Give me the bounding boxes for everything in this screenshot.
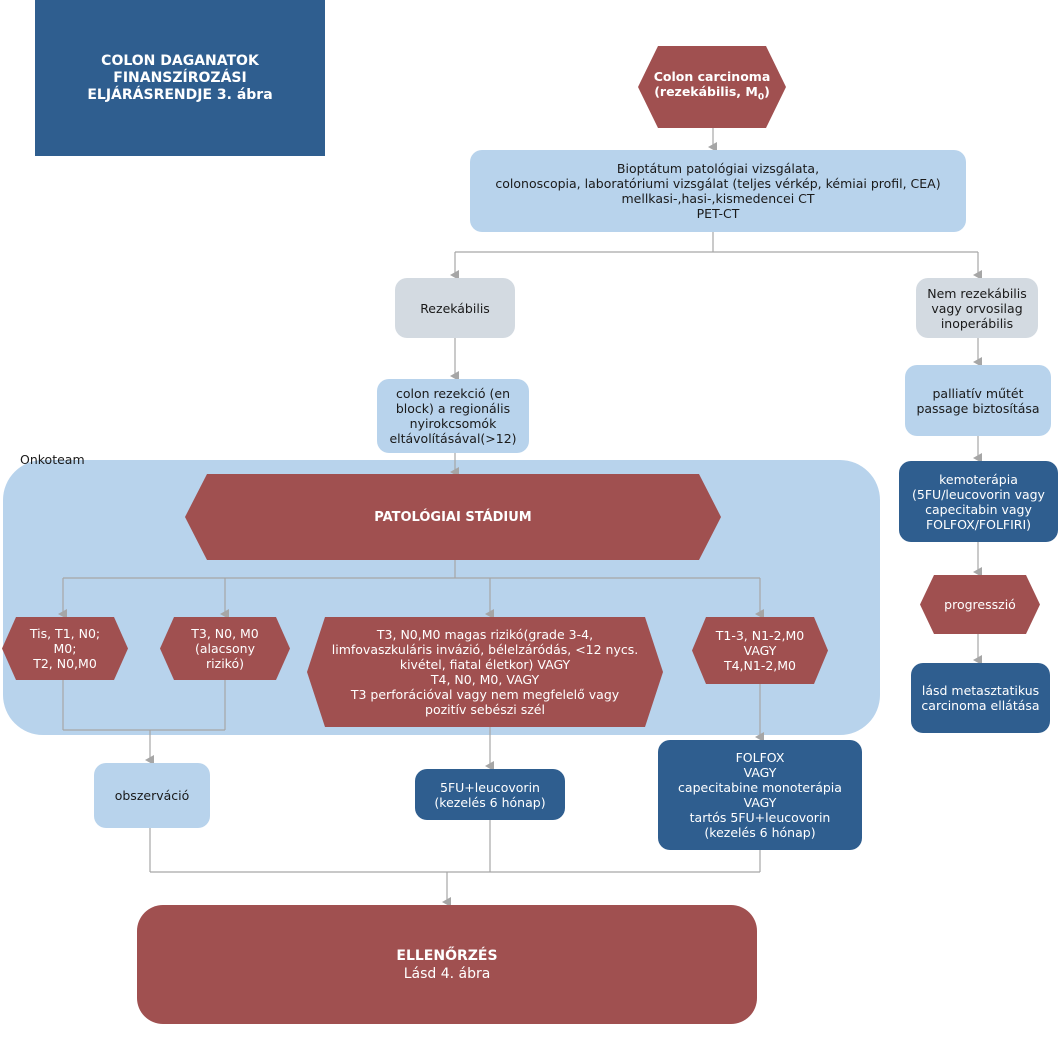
stage-low-line: M0; <box>53 641 77 656</box>
stage-node-pos-line: VAGY <box>743 643 777 658</box>
stage-low-line: T2, N0,M0 <box>33 656 97 671</box>
fu-leucovorin-box: 5FU+leucovorin (kezelés 6 hónap) <box>415 769 565 820</box>
observation-label: obszerváció <box>114 788 190 803</box>
start-line-1: Colon carcinoma <box>653 68 771 84</box>
folfox-line: tartós 5FU+leucovorin <box>689 810 831 825</box>
followup-title: ELLENŐRZÉS <box>396 947 498 964</box>
stage-node-positive: T1-3, N1-2,M0 VAGY T4,N1-2,M0 <box>692 617 828 684</box>
resectable-label: Rezekábilis <box>420 300 490 316</box>
stage-t3-high-line: T3, N0,M0 magas rizikó(grade 3-4, <box>376 627 594 642</box>
stage-t3-low-line: (alacsony <box>194 641 256 656</box>
resection-box: colon rezekció (en block) a regionális n… <box>377 379 529 453</box>
stage-t3-high-line: T3 perforációval vagy nem megfelelő vagy <box>350 687 620 702</box>
fu-line: (kezelés 6 hónap) <box>434 794 546 810</box>
non-resectable-box: Nem rezekábilis vagy orvosilag inoperábi… <box>916 278 1038 338</box>
chemo-line: FOLFOX/FOLFIRI) <box>925 516 1032 532</box>
start-node-colon-carcinoma: Colon carcinoma (rezekábilis, M0) <box>638 46 786 128</box>
resection-line: eltávolításával(>12) <box>389 431 517 446</box>
stage-t3-low-line: T3, N0, M0 <box>191 626 259 641</box>
palliative-line: passage biztosítása <box>916 400 1040 416</box>
palliative-line: palliatív műtét <box>932 385 1024 401</box>
chemotherapy-box: kemoterápia (5FU/leucovorin vagy capecit… <box>899 461 1058 542</box>
metastatic-line: lásd metasztatikus <box>921 683 1040 698</box>
folfox-box: FOLFOX VAGY capecitabine monoterápia VAG… <box>658 740 862 850</box>
figure-title: COLON DAGANATOK FINANSZÍROZÁSI ELJÁRÁSRE… <box>35 0 325 156</box>
folfox-line: VAGY <box>743 795 777 810</box>
onkoteam-label: Onkoteam <box>20 452 85 467</box>
pathological-stage-header: PATOLÓGIAI STÁDIUM <box>185 474 721 560</box>
folfox-line: VAGY <box>743 765 777 780</box>
stage-t3-high-line: T4, N0, M0, VAGY <box>430 672 540 687</box>
title-line-1: COLON DAGANATOK <box>101 52 259 69</box>
followup-subtitle: Lásd 4. ábra <box>403 965 491 982</box>
stage-t3-high-line: limfovaszkuláris invázió, bélelzáródás, … <box>331 642 639 657</box>
non-resectable-line: Nem rezekábilis <box>927 285 1027 301</box>
palliative-surgery-box: palliatív műtét passage biztosítása <box>905 365 1051 436</box>
followup-box: ELLENŐRZÉS Lásd 4. ábra <box>137 905 757 1024</box>
stage-t3-high-line: pozitív sebészi szél <box>425 702 545 717</box>
workup-line: Bioptátum patológiai vizsgálata, <box>616 161 820 176</box>
folfox-line: (kezelés 6 hónap) <box>704 825 816 840</box>
title-line-2: FINANSZÍROZÁSI <box>113 69 247 86</box>
metastatic-line: carcinoma ellátása <box>921 698 1040 713</box>
fu-line: 5FU+leucovorin <box>440 779 540 795</box>
chemo-line: (5FU/leucovorin vagy <box>912 486 1045 502</box>
workup-line: PET-CT <box>696 206 740 221</box>
folfox-line: FOLFOX <box>735 750 785 765</box>
progression-label: progresszió <box>944 597 1016 612</box>
stage-t3-high-risk: T3, N0,M0 magas rizikó(grade 3-4, limfov… <box>307 617 663 727</box>
stage-t3-low-risk: T3, N0, M0 (alacsony rizikó) <box>160 617 290 680</box>
chemo-line: capecitabin vagy <box>925 501 1032 517</box>
folfox-line: capecitabine monoterápia <box>678 780 842 795</box>
resectable-box: Rezekábilis <box>395 278 515 338</box>
non-resectable-line: vagy orvosilag <box>931 300 1023 316</box>
stage-t3-high-line: kivétel, fiatal életkor) VAGY <box>399 657 571 672</box>
stage-node-pos-line: T4,N1-2,M0 <box>723 658 797 673</box>
stage-node-pos-line: T1-3, N1-2,M0 <box>715 628 805 643</box>
stage-low-line: Tis, T1, N0; <box>29 626 101 641</box>
progression-node: progresszió <box>920 575 1040 634</box>
stage-low-risk: Tis, T1, N0; M0; T2, N0,M0 <box>2 617 128 680</box>
start-line-2: (rezekábilis, M0) <box>654 83 770 103</box>
workup-line: colonoscopia, laboratóriumi vizsgálat (t… <box>495 176 941 191</box>
non-resectable-line: inoperábilis <box>940 315 1014 331</box>
chemo-line: kemoterápia <box>939 471 1018 487</box>
title-line-3: ELJÁRÁSRENDJE 3. ábra <box>87 86 273 103</box>
stage-t3-low-line: rizikó) <box>206 656 244 671</box>
resection-line: block) a regionális <box>395 401 511 416</box>
resection-line: nyirokcsomók <box>409 416 497 431</box>
workup-box: Bioptátum patológiai vizsgálata, colonos… <box>470 150 966 232</box>
workup-line: mellkasi-,hasi-,kismedencei CT <box>621 191 815 206</box>
observation-box: obszerváció <box>94 763 210 828</box>
stage-header-label: PATOLÓGIAI STÁDIUM <box>374 509 532 525</box>
resection-line: colon rezekció (en <box>395 386 511 401</box>
metastatic-care-box: lásd metasztatikus carcinoma ellátása <box>911 663 1050 733</box>
